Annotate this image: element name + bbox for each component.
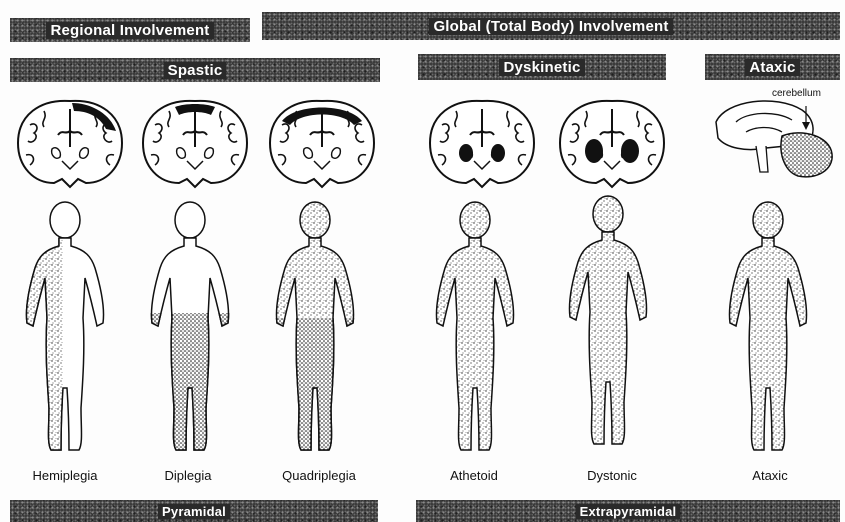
spastic-category-banner: Spastic — [10, 58, 380, 82]
label-dystonic: Dystonic — [557, 468, 667, 483]
global-involvement-header: Global (Total Body) Involvement — [262, 12, 840, 40]
body-diplegia — [140, 198, 240, 458]
brain-quadriplegia — [262, 95, 382, 190]
body-hemiplegia — [15, 198, 115, 458]
extrapyramidal-footer-text: Extrapyramidal — [576, 504, 681, 519]
ataxic-category-banner: Ataxic — [705, 54, 840, 80]
brain-sagittal-cerebellum — [706, 92, 840, 187]
label-ataxic: Ataxic — [715, 468, 825, 483]
body-quadriplegia — [265, 198, 365, 458]
label-diplegia: Diplegia — [133, 468, 243, 483]
pyramidal-footer-text: Pyramidal — [158, 504, 230, 519]
brain-hemiplegia — [10, 95, 130, 190]
dyskinetic-category-banner: Dyskinetic — [418, 54, 666, 80]
label-athetoid: Athetoid — [419, 468, 529, 483]
dyskinetic-category-text: Dyskinetic — [499, 59, 584, 76]
brain-athetoid — [422, 95, 542, 190]
brain-dystonic — [552, 95, 672, 190]
label-hemiplegia: Hemiplegia — [10, 468, 120, 483]
cerebellum-annotation: cerebellum — [772, 88, 821, 99]
ataxic-category-text: Ataxic — [745, 59, 799, 76]
global-involvement-text: Global (Total Body) Involvement — [429, 18, 672, 35]
body-athetoid — [425, 198, 525, 458]
regional-involvement-header: Regional Involvement — [10, 18, 250, 42]
regional-involvement-text: Regional Involvement — [46, 22, 213, 39]
label-quadriplegia: Quadriplegia — [264, 468, 374, 483]
body-dystonic — [558, 192, 658, 452]
spastic-category-text: Spastic — [164, 62, 227, 79]
brain-diplegia — [135, 95, 255, 190]
body-ataxic — [718, 198, 818, 458]
